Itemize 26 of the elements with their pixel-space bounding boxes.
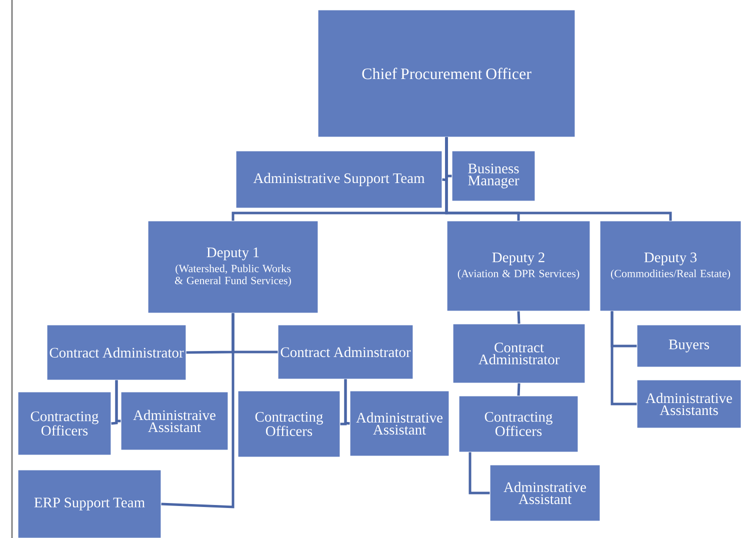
connector-line (161, 313, 234, 508)
org-box: Deputy 2 (Aviation & DPR Services) (446, 220, 590, 312)
org-box: Deputy 3 (Commodities/Real Estate) (600, 220, 741, 312)
org-box: Contract Administrator (452, 324, 586, 384)
connector-line (517, 311, 520, 324)
org-box: ERP Support Team (18, 470, 162, 538)
org-box: Chief Procurement Officer (318, 10, 576, 138)
org-box: Contracting Officers (458, 396, 578, 452)
org-box: Administrative Support Team (236, 150, 442, 208)
org-box: Adminstrative Assistant (490, 464, 600, 522)
org-box: Contract Administrator (46, 324, 186, 380)
org-box: Contracting Officers (238, 390, 340, 458)
org-box: Contract Adminstrator (278, 324, 414, 380)
connector-line (344, 379, 350, 425)
org-box: Contracting Officers (18, 392, 112, 456)
connector-line (517, 383, 520, 396)
connector-line (610, 311, 637, 406)
connector-line (115, 380, 121, 422)
connector-line (468, 452, 490, 494)
org-box: Deputy 1 (Watershed, Public Works & General Fund Services) (148, 220, 318, 314)
connector-line (445, 137, 672, 221)
org-box: Administrative Assistants (636, 380, 741, 428)
org-box: Buyers (636, 324, 741, 368)
org-box: Administraive Assistant (120, 392, 228, 450)
org-box: Business Manager (452, 150, 536, 202)
org-box: Administrative Assistant (350, 390, 450, 456)
